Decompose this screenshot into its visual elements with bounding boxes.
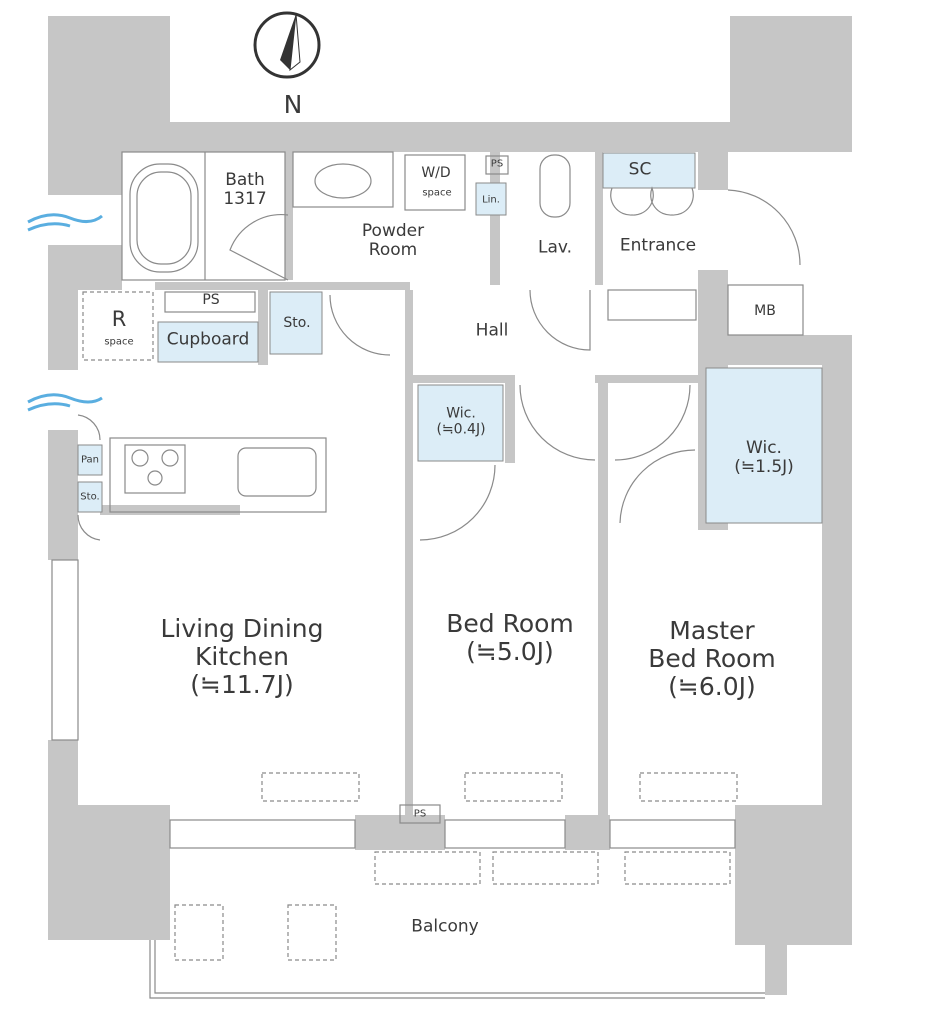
room-powder-room: Powder Room: [361, 220, 425, 260]
room-pantry: Pan: [80, 454, 100, 466]
room-hall: Hall: [475, 320, 509, 341]
room-wd-space: space: [422, 187, 452, 199]
room-name: Powder: [361, 220, 425, 241]
compass-north-label: N: [283, 90, 303, 119]
room-cupboard: Cupboard: [166, 329, 250, 350]
room-living-dining-kitchen: Living Dining Kitchen (≒11.7J): [161, 615, 324, 699]
ps-middle: PS: [202, 292, 220, 309]
room-entrance: Entrance: [619, 235, 697, 256]
room-kitchen-storage: Sto.: [80, 491, 100, 503]
room-wic-large: Wic. (≒1.5J): [734, 437, 794, 477]
room-bath: Bath 1317: [223, 169, 267, 209]
room-size: (≒6.0J): [668, 672, 756, 701]
room-size: (≒11.7J): [190, 670, 294, 699]
room-refrigerator-space: space: [104, 336, 134, 348]
room-lavatory: Lav.: [537, 237, 573, 258]
ventilation-icons: [27, 213, 103, 412]
room-refrigerator: R: [111, 307, 127, 332]
room-size: (≒1.5J): [734, 457, 794, 477]
storage-areas: [77, 152, 823, 524]
room-name: Room: [368, 240, 418, 260]
walls: [48, 16, 852, 995]
room-balcony: Balcony: [411, 916, 479, 937]
room-storage: Sto.: [283, 315, 311, 332]
room-name: Wic.: [446, 405, 476, 422]
room-name: Bed Room: [648, 644, 776, 673]
ps-bottom: PS: [413, 808, 427, 820]
room-wd: W/D: [421, 165, 451, 182]
room-size: 1317: [223, 189, 267, 209]
room-name: Bed Room: [446, 609, 574, 638]
room-size: (≒0.4J): [436, 421, 486, 437]
ps-top: PS: [490, 158, 504, 170]
room-name: Bath: [225, 169, 265, 190]
compass-icon: [253, 11, 321, 79]
room-name: Master: [669, 616, 755, 645]
room-meter-box: MB: [754, 303, 776, 320]
room-name: Wic.: [746, 437, 782, 458]
room-master-bedroom: Master Bed Room (≒6.0J): [648, 617, 776, 701]
room-wic-small: Wic. (≒0.4J): [436, 406, 485, 437]
room-shoe-closet: SC: [628, 159, 652, 180]
fixtures: [51, 151, 804, 999]
room-name: Kitchen: [195, 642, 289, 671]
room-name: Living Dining: [160, 614, 324, 643]
room-size: (≒5.0J): [466, 637, 554, 666]
room-linen: Lin.: [482, 194, 500, 206]
room-bedroom: Bed Room (≒5.0J): [446, 610, 574, 666]
